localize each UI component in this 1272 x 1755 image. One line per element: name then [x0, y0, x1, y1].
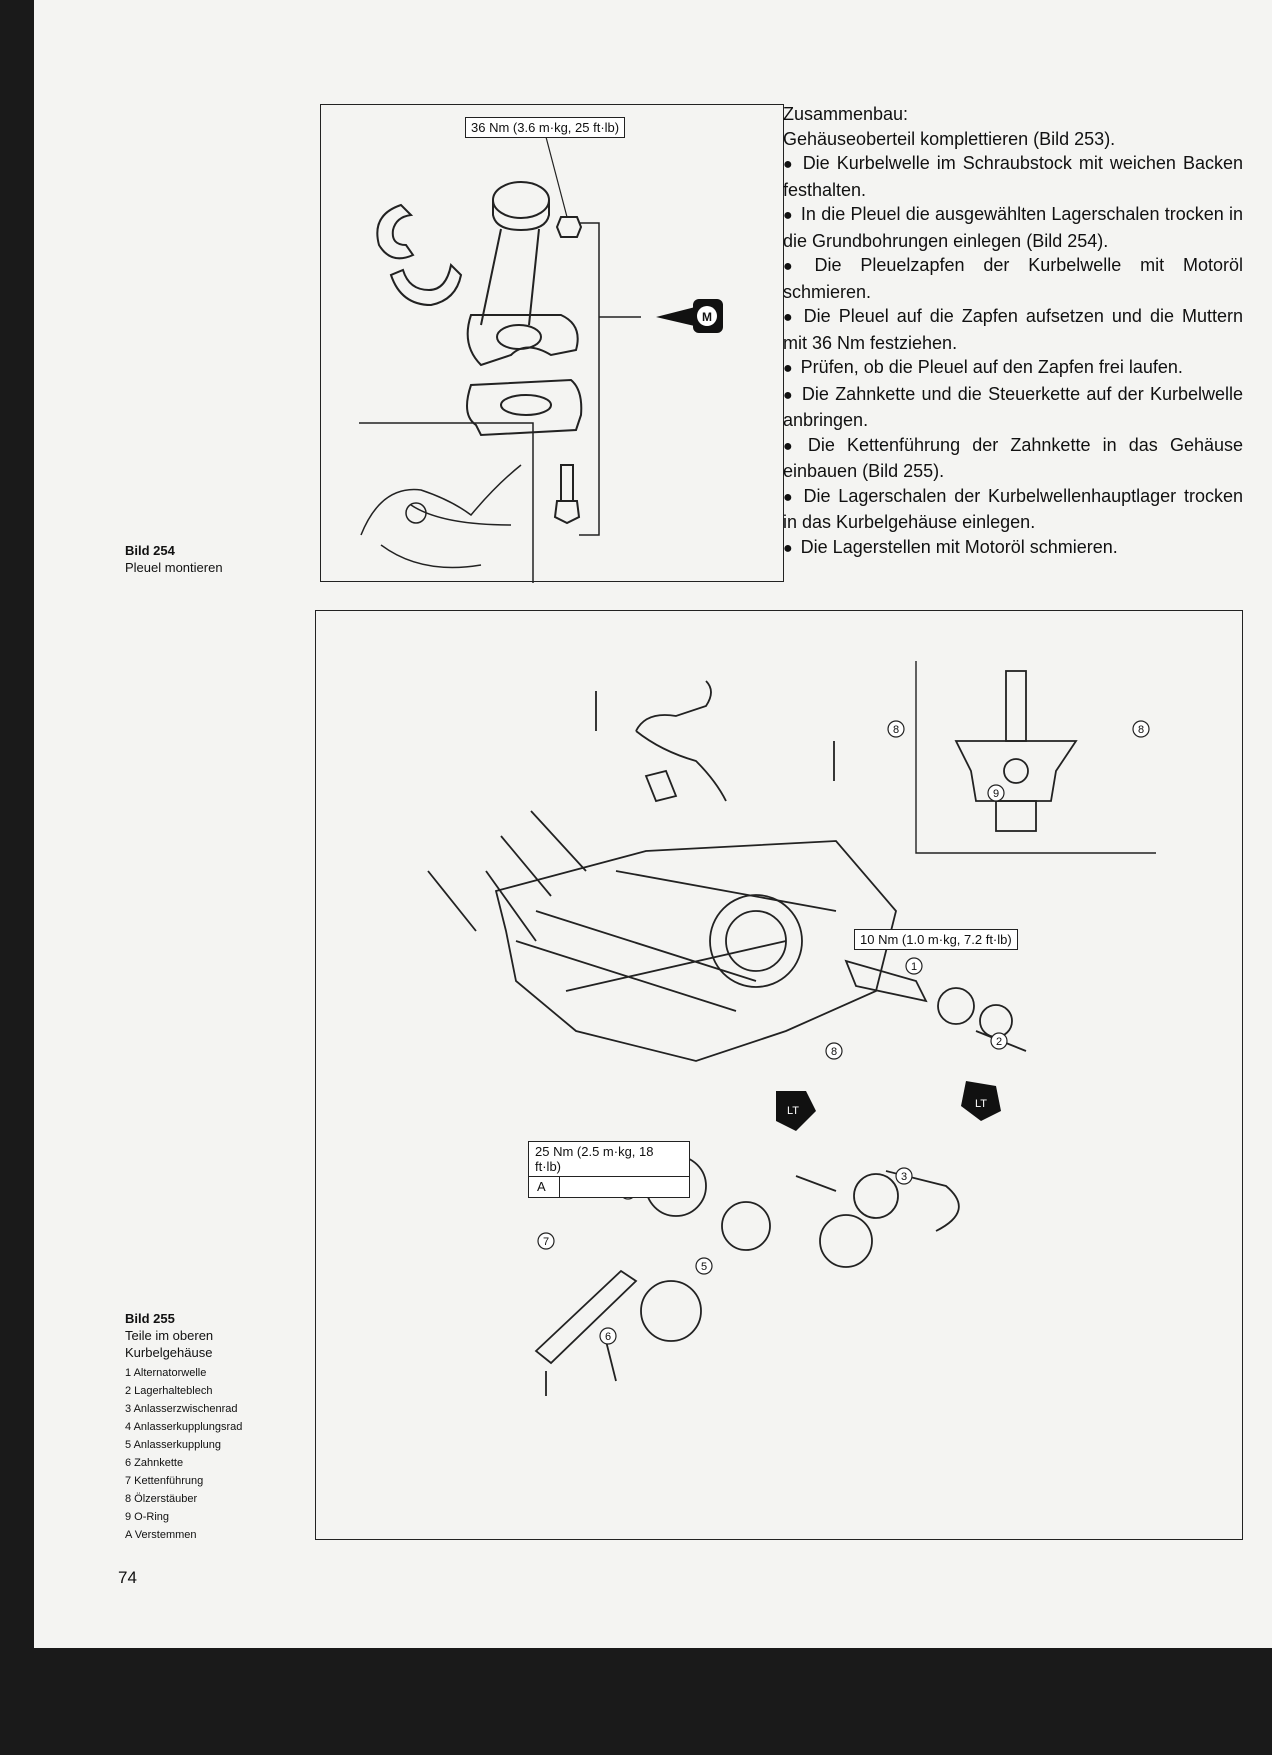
- figure-255-upper-crankcase: LT LT 1 2 3 4 5 6 7 8: [315, 610, 1243, 1540]
- figure-254-connecting-rod: M 36 Nm (3.6 m·kg, 25 ft·lb): [320, 104, 784, 583]
- callout-9: 9: [993, 788, 999, 800]
- callout-8-inset: 8: [893, 724, 899, 736]
- figure-255-caption: Bild 255 Teile im oberen Kurbelgehäuse: [125, 1310, 213, 1361]
- instruction-bullet: Prüfen, ob die Pleuel auf den Zapfen fre…: [783, 355, 1243, 382]
- callout-7: 7: [543, 1236, 549, 1248]
- legend-item: 6 Zahnkette: [125, 1457, 184, 1469]
- figure-254-caption: Bild 254 Pleuel montieren: [125, 542, 223, 576]
- section-heading: Zusammenbau:: [783, 104, 909, 124]
- bearing-shell-upper: [376, 203, 415, 260]
- figure-255-label: Bild 255: [125, 1311, 175, 1326]
- callout-8: 8: [831, 1046, 837, 1058]
- figure-254-label: Bild 254: [125, 543, 175, 558]
- bearing-shell-lower: [389, 262, 463, 307]
- oil-symbol-label: M: [702, 310, 712, 324]
- legend-item: 2 Lagerhalteblech: [125, 1385, 213, 1397]
- legend-item: A Verstemmen: [125, 1529, 197, 1541]
- instruction-bullet: In die Pleuel die ausgewählten Lagerscha…: [783, 202, 1243, 253]
- instruction-bullet: Die Lagerstellen mit Motoröl schmieren.: [783, 535, 1243, 562]
- assembly-instructions: Zusammenbau: Gehäuseoberteil komplettier…: [783, 102, 1243, 561]
- legend-item: 8 Ölzerstäuber: [125, 1493, 198, 1505]
- intro-line: Gehäuseoberteil komplettieren (Bild 253)…: [783, 128, 1116, 149]
- callout-8-inset: 8: [1138, 724, 1144, 736]
- instruction-bullet: Die Zahnkette und die Steuerkette auf de…: [783, 382, 1243, 433]
- crankcase-exploded-view: LT LT 1 2 3 4 5 6 7 8: [427, 661, 1156, 1396]
- callout-3: 3: [901, 1171, 907, 1183]
- legend-item: 1 Alternatorwelle: [125, 1367, 207, 1379]
- torque-label-10nm: 10 Nm (1.0 m·kg, 7.2 ft·lb): [854, 929, 1018, 950]
- instruction-bullet: Die Pleuelzapfen der Kurbelwelle mit Mot…: [783, 253, 1243, 304]
- lt-label: LT: [975, 1098, 987, 1110]
- thread-lock-symbol: [961, 1081, 1001, 1121]
- instruction-bullet: Die Lagerschalen der Kurbelwellenhauptla…: [783, 484, 1243, 535]
- legend-item: 7 Kettenführung: [125, 1475, 204, 1487]
- torque-value: 25 Nm (2.5 m·kg, 18 ft·lb): [529, 1142, 689, 1177]
- lt-label: LT: [787, 1105, 799, 1117]
- legend-item: 3 Anlasserzwischenrad: [125, 1403, 238, 1415]
- legend-item: 9 O-Ring: [125, 1511, 170, 1523]
- instruction-bullet: Die Kettenführung der Zahnkette in das G…: [783, 433, 1243, 484]
- callout-5: 5: [701, 1261, 707, 1273]
- manual-page: M 36 Nm (3.6 m·kg, 25 ft·lb) Bild 254 Pl…: [34, 0, 1272, 1648]
- figure-255-title-line: Teile im oberen: [125, 1328, 214, 1343]
- torque-label-36nm: 36 Nm (3.6 m·kg, 25 ft·lb): [465, 117, 626, 138]
- thread-lock-symbol: [776, 1091, 816, 1131]
- torque-label-25nm: 25 Nm (2.5 m·kg, 18 ft·lb) A: [528, 1141, 690, 1198]
- instruction-bullet: Die Kurbelwelle im Schraubstock mit weic…: [783, 151, 1243, 202]
- callout-6: 6: [605, 1331, 611, 1343]
- connecting-rod-illustration: M: [359, 136, 723, 583]
- figure-255-title-line: Kurbelgehäuse: [125, 1345, 213, 1360]
- instruction-bullet: Die Pleuel auf die Zapfen aufsetzen und …: [783, 304, 1243, 355]
- page-number: 74: [118, 1568, 137, 1587]
- legend-item: 4 Anlasserkupplungsrad: [125, 1421, 243, 1433]
- callout-2: 2: [996, 1036, 1002, 1048]
- torque-code: A: [537, 1179, 546, 1194]
- callout-1: 1: [911, 961, 917, 973]
- figure-254-title: Pleuel montieren: [125, 560, 223, 575]
- figure-255-legend: 1 Alternatorwelle 2 Lagerhalteblech 3 An…: [125, 1364, 242, 1544]
- legend-item: 5 Anlasserkupplung: [125, 1439, 222, 1451]
